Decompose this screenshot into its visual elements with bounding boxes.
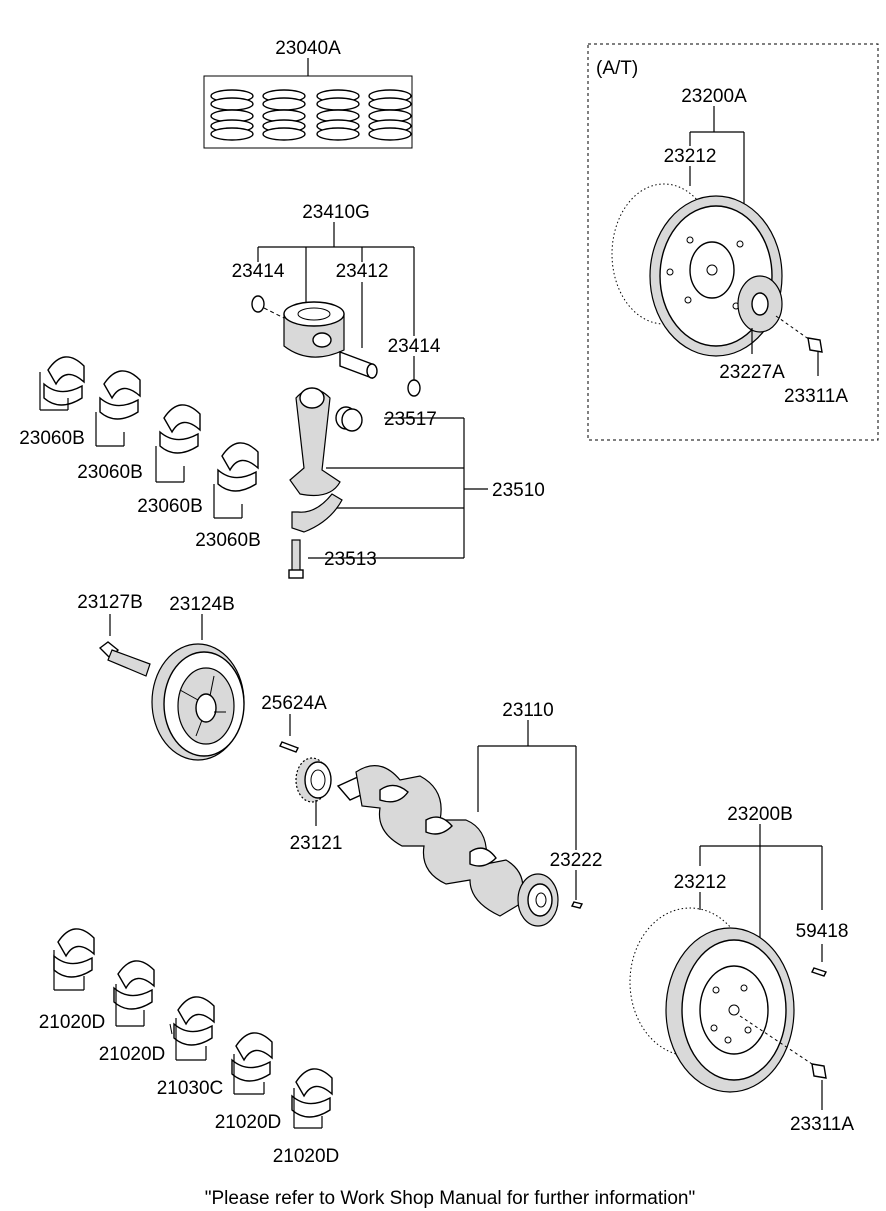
damper-pulley-and-bolt — [98, 614, 245, 761]
label-mt-dowel-pin: 59418 — [796, 921, 849, 942]
label-conrod-bearing-4: 23060B — [195, 530, 261, 551]
crankshaft — [336, 720, 584, 927]
key-and-sprocket — [279, 714, 332, 826]
label-crankshaft-assembly: 23110 — [502, 700, 553, 721]
label-conrod-bolt: 23513 — [324, 549, 377, 570]
mt-flywheel-group — [629, 824, 827, 1110]
label-main-bearing-3: 21020D — [215, 1112, 282, 1133]
label-at-drive-plate-assembly: 23200A — [681, 86, 747, 107]
label-mt-ring-gear: 23212 — [674, 872, 727, 893]
label-at-bolt: 23311A — [784, 386, 848, 407]
label-conrod-bush: 23517 — [384, 409, 437, 430]
label-key: 25624A — [261, 693, 327, 714]
label-piston-assembly: 23410G — [302, 202, 370, 223]
piston-ring-set — [203, 58, 413, 149]
at-drive-plate-group — [587, 43, 879, 441]
label-at-adapter-plate: 23227A — [719, 362, 785, 383]
label-mt-flywheel-assembly: 23200B — [727, 804, 793, 825]
label-conrod-bearing-3: 23060B — [137, 496, 203, 517]
label-crank-pin: 23222 — [550, 850, 603, 871]
label-snap-ring-right: 23414 — [388, 336, 441, 357]
label-main-bearing-4: 21020D — [273, 1146, 340, 1167]
label-snap-ring-left: 23414 — [232, 261, 285, 282]
label-conrod-assembly: 23510 — [492, 480, 545, 501]
label-main-bearing-2: 21020D — [99, 1044, 166, 1065]
part-labels: 23040A 23410G 23414 23412 23414 23517 23… — [19, 38, 854, 1209]
label-main-bearing-thrust: 21030C — [157, 1078, 224, 1099]
label-damper-pulley: 23124B — [169, 594, 235, 615]
label-at-ring-gear: 23212 — [664, 146, 717, 167]
footer-note: "Please refer to Work Shop Manual for fu… — [205, 1188, 695, 1209]
label-pulley-bolt: 23127B — [77, 592, 143, 613]
label-crank-sprocket: 23121 — [290, 833, 343, 854]
label-at-note: (A/T) — [596, 58, 638, 79]
label-piston-pin: 23412 — [336, 261, 389, 282]
label-conrod-bearing-1: 23060B — [19, 428, 85, 449]
main-bearings — [53, 928, 333, 1129]
connecting-rod — [288, 387, 488, 579]
label-main-bearing-1: 21020D — [39, 1012, 106, 1033]
label-conrod-bearing-2: 23060B — [77, 462, 143, 483]
label-piston-ring-set: 23040A — [275, 38, 341, 59]
label-mt-bolt: 23311A — [790, 1114, 854, 1135]
piston-assembly — [251, 222, 421, 397]
conrod-bearings — [39, 356, 259, 519]
